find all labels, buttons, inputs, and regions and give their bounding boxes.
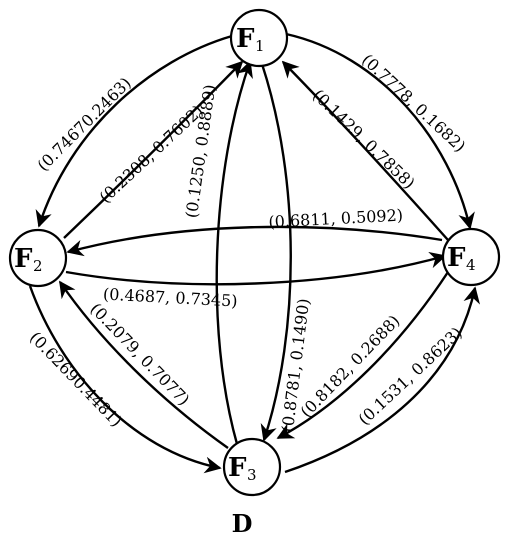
edge-f4-to-f1-inner bbox=[281, 60, 449, 241]
edge-f3-to-f2-inner bbox=[59, 280, 229, 449]
node-f1-subscript: 1 bbox=[255, 37, 265, 55]
node-f4-letter: F bbox=[447, 243, 466, 273]
node-f2: F 2 bbox=[8, 228, 68, 288]
edge-f4-to-f2-top bbox=[66, 225, 443, 257]
edge-f1-to-f3-right bbox=[260, 63, 292, 442]
edge-label-f3-f1-left: (0.1250, 0.8889) bbox=[182, 83, 220, 219]
node-f3-subscript: 3 bbox=[247, 466, 257, 484]
node-f3-letter: F bbox=[228, 453, 247, 483]
edge-f2-to-f3-outer bbox=[28, 285, 222, 474]
edge-label-f1-f2-outer: (0.74670.2463) bbox=[33, 73, 134, 174]
edge-f1-to-f2-outer bbox=[35, 34, 233, 228]
edge-f2-to-f4-bottom bbox=[65, 251, 447, 286]
edge-f1-to-f4-outer bbox=[285, 32, 475, 230]
edge-f3-to-f1-left bbox=[215, 60, 253, 445]
node-f1-letter: F bbox=[236, 24, 255, 54]
node-f3: F 3 bbox=[222, 437, 282, 497]
node-f2-letter: F bbox=[14, 244, 33, 274]
edge-f4-to-f3-inner bbox=[276, 271, 450, 440]
node-f4: F 4 bbox=[441, 227, 501, 287]
node-f4-subscript: 4 bbox=[466, 256, 476, 274]
edge-f2-to-f1-inner bbox=[63, 60, 244, 239]
node-f2-subscript: 2 bbox=[33, 257, 43, 275]
edge-f3-to-f4-outer bbox=[284, 286, 480, 474]
edge-label-f2-f3-outer: (0.62690.4481) bbox=[26, 328, 126, 431]
node-f1: F 1 bbox=[229, 8, 289, 68]
diagram-caption: D bbox=[232, 509, 253, 538]
